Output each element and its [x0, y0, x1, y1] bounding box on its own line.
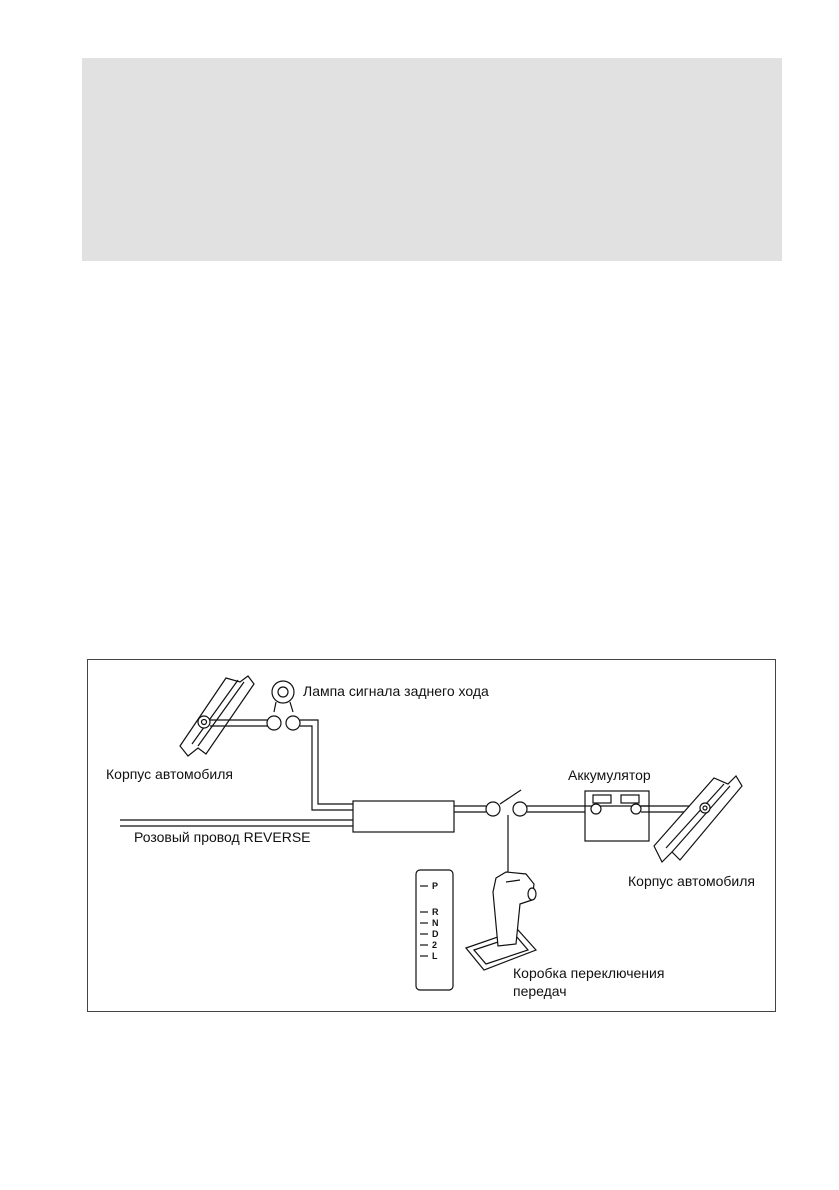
car-body-left-icon [179, 675, 255, 757]
gear-shifter-icon [464, 871, 538, 971]
car-body-right-label: Корпус автомобиля [628, 873, 755, 889]
wiring-diagram: P R N D 2 L Лампа сигнала заднего хода К… [87, 659, 776, 1012]
switch-to-battery-wire [527, 805, 588, 813]
gear-p: P [432, 881, 438, 891]
wiring-diagram-svg: P R N D 2 L Лампа сигнала заднего хода К… [106, 675, 755, 999]
reverse-pink-wire [120, 819, 353, 827]
reverse-switch-contact [499, 789, 522, 805]
switch-terminal-left [485, 801, 501, 817]
module-to-switch-wire [454, 805, 486, 813]
lamp-terminal-left [266, 715, 282, 731]
gear-d: D [432, 929, 439, 939]
gear-indicator-panel [415, 869, 454, 991]
gear-2: 2 [432, 940, 437, 950]
battery-icon [584, 790, 650, 842]
control-module [352, 800, 455, 833]
lamp-terminal-right [285, 715, 301, 731]
ground-wire-left [210, 719, 268, 727]
gear-n: N [432, 918, 439, 928]
reverse-lamp-icon [271, 680, 295, 713]
switch-terminal-right [512, 801, 528, 817]
gearbox-label-line2: передач [513, 983, 567, 999]
battery-label: Аккумулятор [568, 767, 651, 783]
lamp-to-module-wire [300, 719, 353, 811]
header-band [82, 58, 782, 261]
car-body-left-label: Корпус автомобиля [106, 766, 233, 782]
gearbox-label-line1: Коробка переключения [513, 965, 664, 981]
car-body-right-icon [653, 775, 743, 864]
reverse-wire-label: Розовый провод REVERSE [134, 829, 311, 845]
lamp-label: Лампа сигнала заднего хода [303, 683, 489, 699]
gear-l: L [432, 951, 438, 961]
gear-r: R [432, 907, 439, 917]
